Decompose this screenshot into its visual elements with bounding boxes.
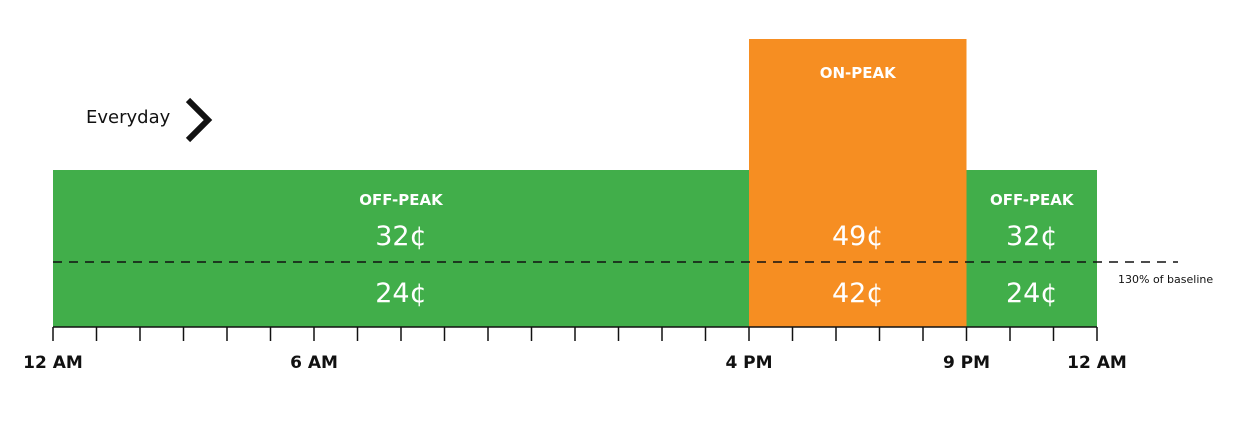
upper-rate-1: 49¢ [832, 221, 884, 252]
period-label-2: OFF-PEAK [990, 191, 1075, 209]
x-tick-label-2: 4 PM [725, 353, 772, 373]
schedule-label: Everyday [86, 107, 171, 128]
upper-rate-2: 32¢ [1006, 221, 1058, 252]
lower-rate-0: 24¢ [375, 278, 427, 309]
chevron-right-icon[interactable] [182, 96, 216, 144]
x-tick-label-3: 9 PM [943, 353, 990, 373]
upper-rate-0: 32¢ [375, 221, 427, 252]
reference-line-label: 130% of baseline [1118, 273, 1213, 286]
period-label-1: ON-PEAK [820, 64, 897, 82]
x-tick-label-4: 12 AM [1067, 353, 1127, 373]
x-tick-label-0: 12 AM [23, 353, 83, 373]
period-bar-1 [749, 39, 967, 327]
lower-rate-2: 24¢ [1006, 278, 1058, 309]
period-label-0: OFF-PEAK [359, 191, 444, 209]
period-bar-2 [966, 170, 1097, 327]
x-tick-label-1: 6 AM [290, 353, 338, 373]
period-bar-0 [53, 170, 749, 327]
lower-rate-1: 42¢ [832, 278, 884, 309]
